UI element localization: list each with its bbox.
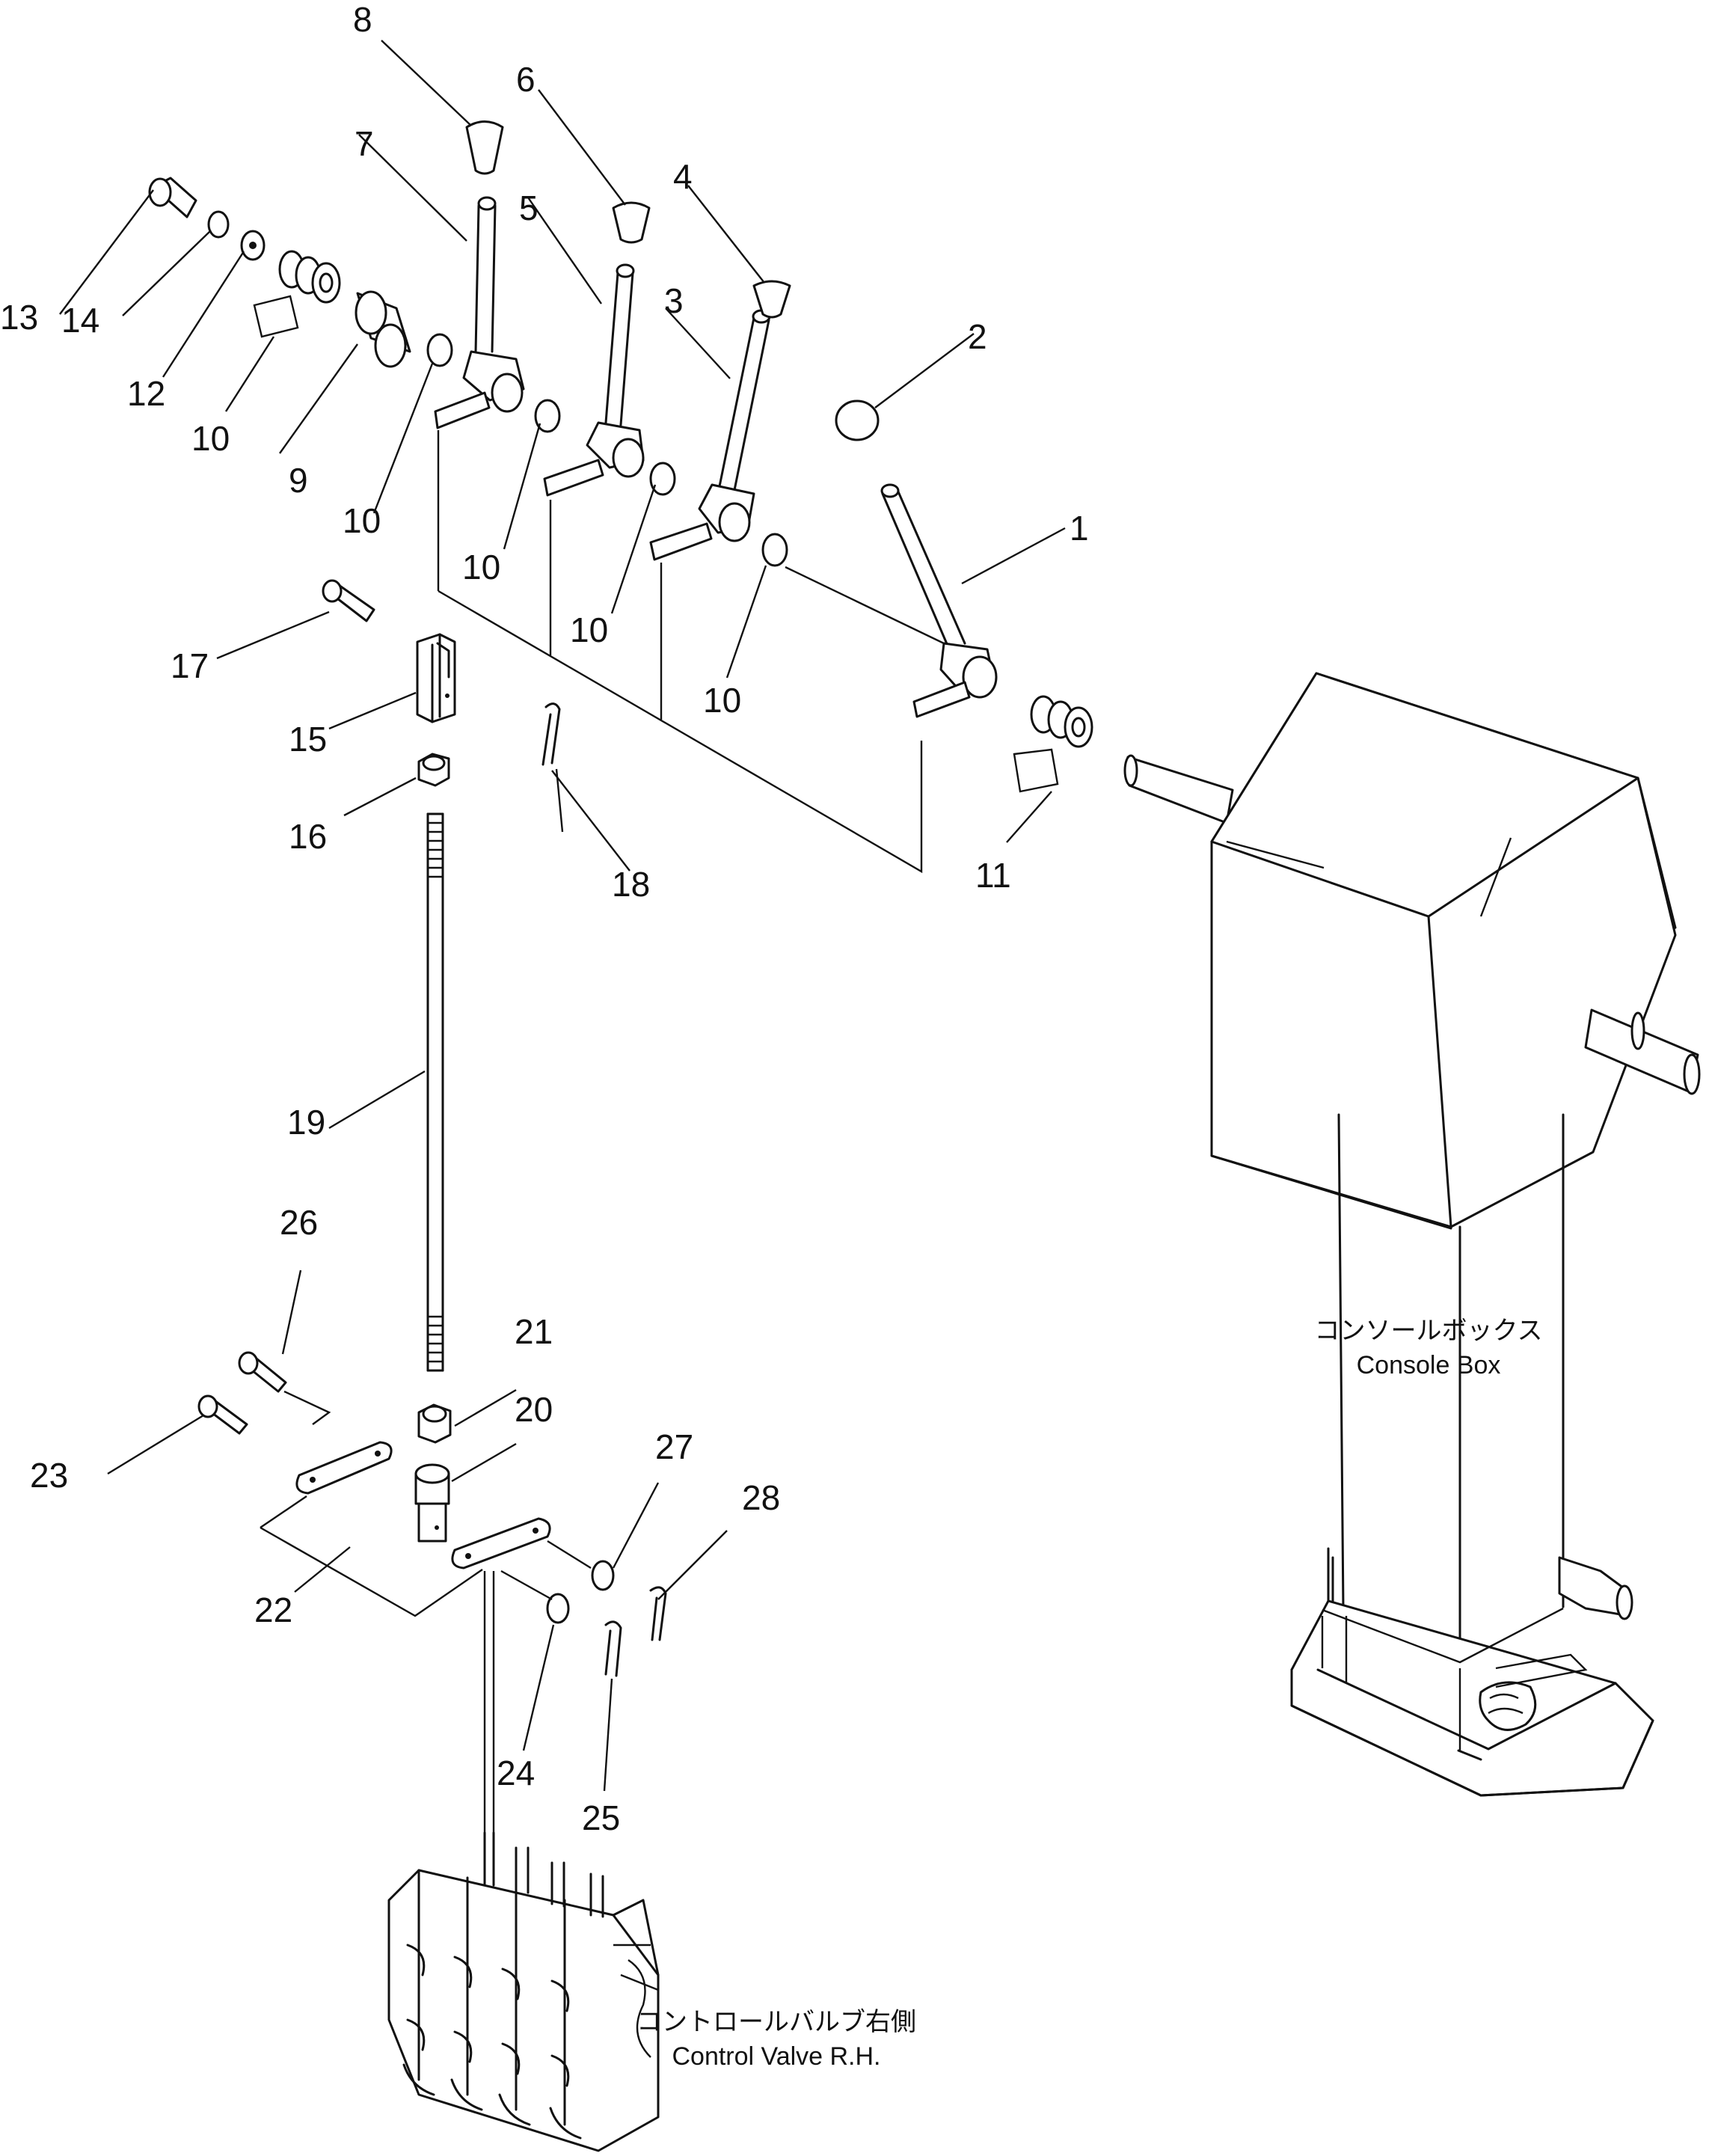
part-number-1: 1 [1070, 509, 1089, 548]
part-numbers: 1 2 3 4 5 6 7 8 9 10 10 10 10 10 10 11 1… [0, 0, 1089, 1837]
bolt-13 [148, 177, 197, 218]
washer-10-a [426, 333, 453, 367]
pin-23 [197, 1394, 248, 1435]
washer-10-b [534, 399, 561, 433]
part-number-13: 13 [0, 298, 38, 337]
cotter-pin-18 [541, 702, 561, 766]
part-number-11: 11 [975, 856, 1011, 895]
part-number-18: 18 [612, 865, 650, 904]
cotter-pin-25 [604, 1620, 622, 1677]
washer-24 [546, 1593, 570, 1624]
part-number-28: 28 [742, 1478, 780, 1517]
part-number-10-e: 10 [703, 681, 741, 720]
part-number-24: 24 [497, 1754, 535, 1792]
washer-12 [240, 230, 266, 261]
label-box-10 [253, 295, 299, 338]
control-valve [387, 1831, 660, 2152]
clevis-15 [416, 633, 456, 723]
part-number-10-c: 10 [462, 548, 500, 587]
washer-10-d [761, 533, 788, 567]
part-number-10-b: 10 [343, 501, 381, 540]
part-number-3: 3 [664, 281, 684, 320]
collar-9 [355, 290, 411, 368]
lever-1 [880, 483, 998, 718]
lever-5 [543, 263, 645, 497]
part-number-25: 25 [582, 1798, 620, 1837]
rod-19 [426, 812, 444, 1372]
part-number-9: 9 [289, 461, 308, 500]
cotter-pin-28 [649, 1586, 667, 1641]
part-number-5: 5 [519, 189, 539, 227]
knob-2 [835, 399, 880, 441]
part-number-17: 17 [171, 646, 209, 685]
part-number-4: 4 [673, 157, 693, 196]
part-number-23: 23 [30, 1456, 68, 1495]
console-box-label-jp: コンソールボックス [1315, 1317, 1543, 1345]
lever-3 [649, 309, 771, 561]
part-number-10-d: 10 [570, 610, 608, 649]
part-number-6: 6 [516, 60, 536, 99]
part-number-20: 20 [515, 1390, 553, 1429]
leader-lines [59, 40, 1066, 1792]
shim-set-10 [278, 250, 341, 304]
console-box-label-en: Console Box [1357, 1351, 1501, 1379]
pin-26 [238, 1351, 287, 1393]
console-box [1123, 672, 1701, 1797]
nut-21 [417, 1403, 452, 1444]
washer-10-c [649, 462, 676, 496]
part-number-10-a: 10 [191, 419, 230, 458]
part-number-8: 8 [353, 0, 372, 39]
control-valve-label-jp: コントロールバルブ右側 [636, 2008, 916, 2036]
pin-17 [322, 579, 375, 622]
label-box-11 [1013, 748, 1059, 793]
part-number-7: 7 [355, 124, 374, 163]
part-number-14: 14 [61, 301, 99, 340]
washer-27 [591, 1560, 615, 1591]
nut-16 [417, 753, 450, 787]
part-number-22: 22 [254, 1590, 292, 1629]
part-number-12: 12 [127, 374, 165, 413]
assembly-lines [260, 430, 945, 1848]
part-number-2: 2 [968, 317, 987, 356]
shim-set-11 [1030, 695, 1093, 748]
washer-14 [207, 210, 230, 239]
part-number-19: 19 [287, 1103, 325, 1142]
lever-7 [434, 196, 525, 429]
knob-4 [752, 280, 791, 319]
knob-6 [612, 201, 651, 244]
rod-end-20 [414, 1463, 450, 1543]
part-number-15: 15 [289, 720, 327, 759]
part-number-27: 27 [655, 1427, 693, 1466]
control-valve-label-en: Control Valve R.H. [672, 2042, 880, 2071]
link-22-b [451, 1517, 551, 1569]
knob-8 [465, 120, 504, 175]
part-number-21: 21 [515, 1312, 553, 1351]
part-number-16: 16 [289, 817, 327, 856]
part-number-26: 26 [280, 1203, 318, 1242]
link-22-a [295, 1441, 393, 1495]
